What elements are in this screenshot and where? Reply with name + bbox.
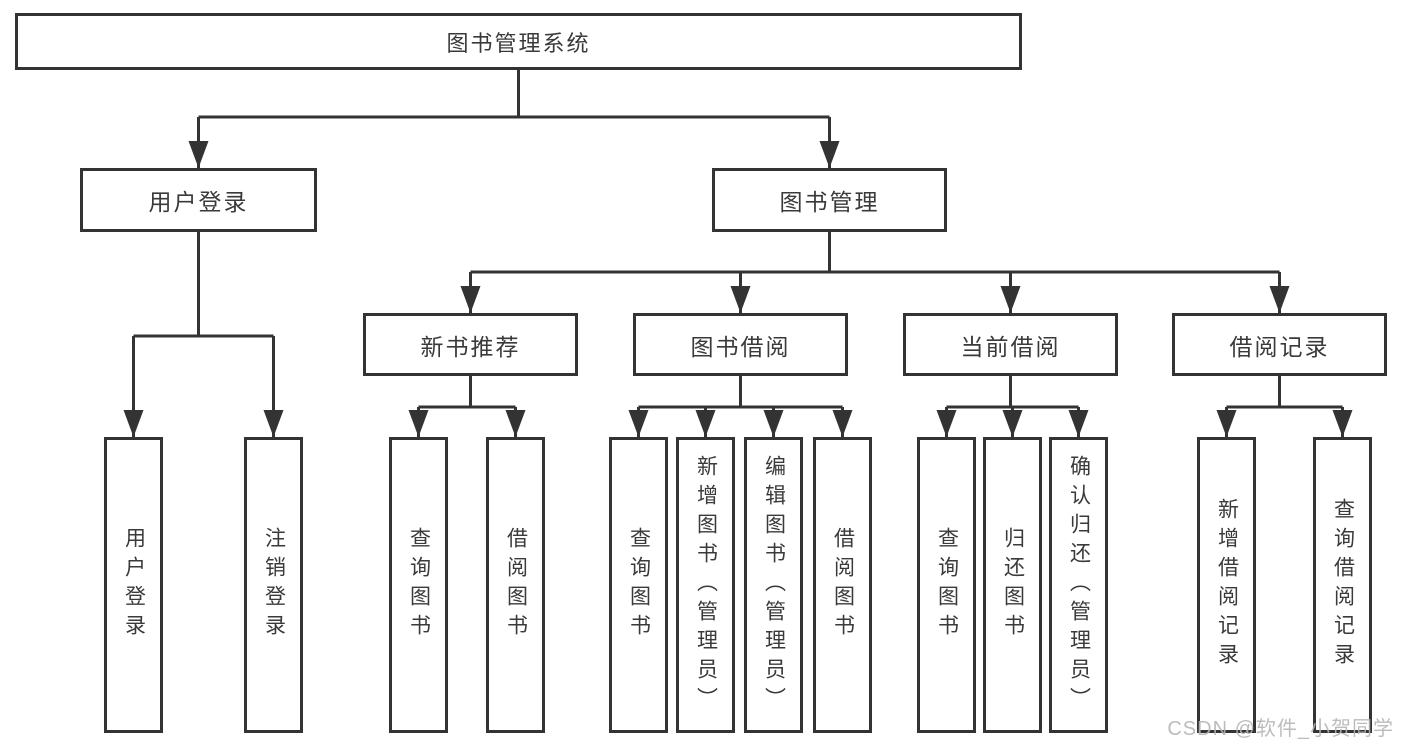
node-leaf-user-login: 用户登录 — [104, 437, 163, 733]
node-library-management-system: 图书管理系统 — [15, 13, 1022, 70]
node-leaf-query-books-recommend: 查询图书 — [389, 437, 448, 733]
node-label: 借阅图书 — [831, 527, 855, 643]
node-label: 新增借阅记录 — [1215, 498, 1239, 672]
node-leaf-borrow-books-recommend: 借阅图书 — [486, 437, 545, 733]
node-label: 图书借阅 — [690, 333, 791, 360]
node-borrow-records: 借阅记录 — [1172, 313, 1387, 376]
node-label: 查询图书 — [407, 527, 431, 643]
node-leaf-confirm-return-admin: 确认归还（管理员） — [1049, 437, 1108, 733]
node-label: 查询图书 — [627, 527, 651, 643]
node-current-borrowing: 当前借阅 — [903, 313, 1118, 376]
node-label: 图书管理 — [779, 189, 880, 215]
node-label: 归还图书 — [1001, 527, 1025, 643]
node-label: 图书管理系统 — [446, 30, 591, 56]
node-leaf-query-books-current: 查询图书 — [917, 437, 976, 733]
node-book-borrowing: 图书借阅 — [633, 313, 848, 376]
node-label: 新增图书（管理员） — [694, 454, 718, 716]
node-leaf-edit-books-admin: 编辑图书（管理员） — [744, 437, 803, 733]
node-user-login-module: 用户登录 — [80, 168, 317, 232]
node-label: 确认归还（管理员） — [1067, 454, 1091, 716]
connector-lines — [132, 70, 1344, 437]
node-label: 注销登录 — [262, 527, 286, 643]
node-leaf-return-books: 归还图书 — [983, 437, 1042, 733]
node-leaf-add-borrow-record: 新增借阅记录 — [1197, 437, 1256, 733]
node-leaf-query-books-borrowing: 查询图书 — [609, 437, 668, 733]
node-label: 当前借阅 — [960, 333, 1061, 360]
node-leaf-query-borrow-record: 查询借阅记录 — [1313, 437, 1372, 733]
node-label: 用户登录 — [148, 189, 249, 215]
node-label: 新书推荐 — [420, 333, 521, 360]
node-leaf-add-books-admin: 新增图书（管理员） — [676, 437, 735, 733]
node-leaf-borrow-books: 借阅图书 — [813, 437, 872, 733]
node-book-management-module: 图书管理 — [712, 168, 947, 232]
node-new-book-recommend: 新书推荐 — [363, 313, 578, 376]
node-label: 查询图书 — [935, 527, 959, 643]
node-leaf-logout: 注销登录 — [244, 437, 303, 733]
node-label: 借阅图书 — [504, 527, 528, 643]
csdn-watermark: CSDN @软件_小贺同学 — [1167, 718, 1394, 740]
node-label: 编辑图书（管理员） — [762, 454, 786, 716]
arrowhead-icons — [123, 141, 1353, 437]
node-label: 用户登录 — [122, 527, 146, 643]
node-label: 查询借阅记录 — [1331, 498, 1355, 672]
node-label: 借阅记录 — [1229, 333, 1330, 360]
